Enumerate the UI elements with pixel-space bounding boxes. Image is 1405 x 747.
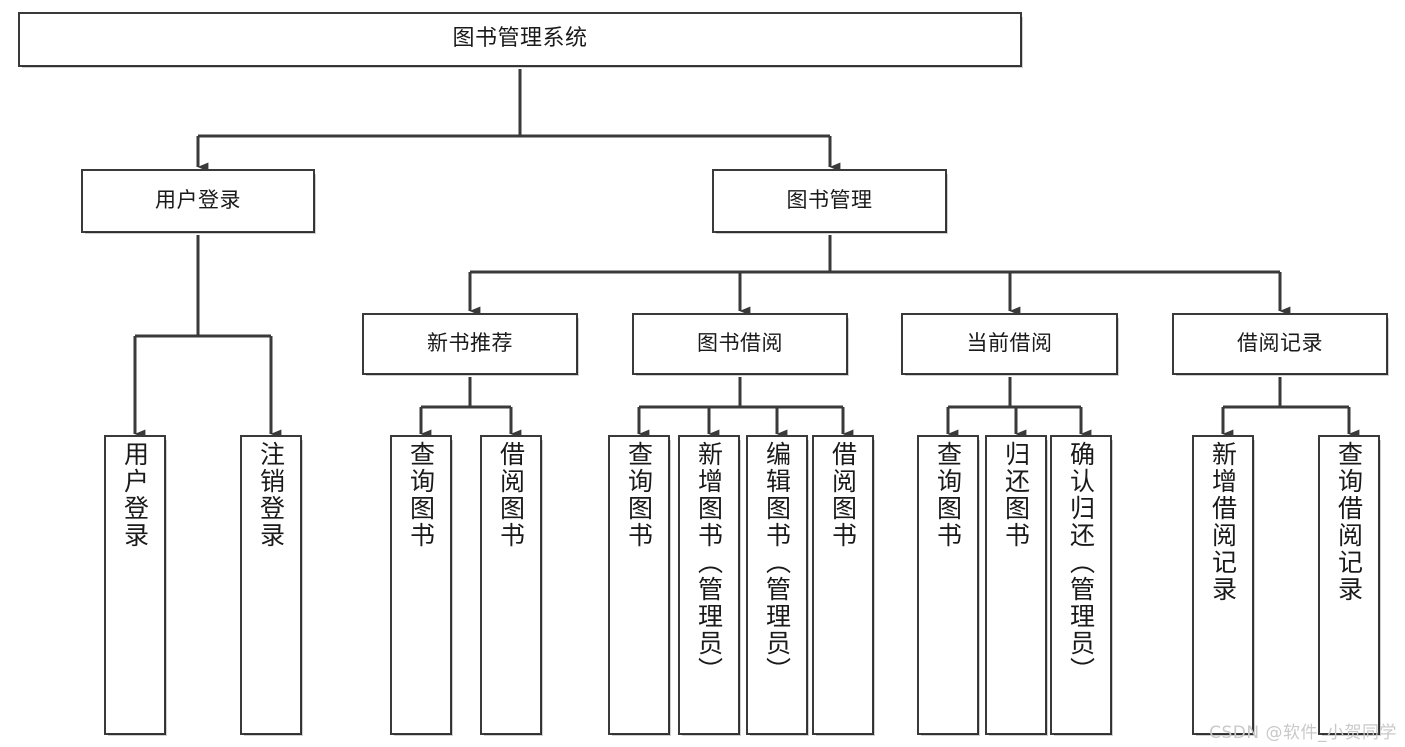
node-current-borrow[interactable]: 当前借阅 (901, 313, 1119, 376)
node-label: 查询图书 (624, 441, 654, 549)
leaf-query-book-current[interactable]: 查询图书 (917, 435, 980, 736)
node-label: 图书管理系统 (452, 26, 588, 52)
node-label: 注销登录 (256, 441, 286, 549)
node-label: 归还图书 (1001, 441, 1031, 549)
node-label: 新增借阅记录 (1208, 441, 1238, 603)
node-label: 新增图书（管理员） (694, 441, 724, 684)
node-book-management[interactable]: 图书管理 (712, 169, 948, 234)
node-book-borrow[interactable]: 图书借阅 (632, 313, 849, 376)
node-root-library-management-system[interactable]: 图书管理系统 (18, 12, 1023, 68)
leaf-confirm-return-admin[interactable]: 确认归还（管理员） (1050, 435, 1113, 736)
leaf-query-book-recommend[interactable]: 查询图书 (390, 435, 453, 736)
node-user-login[interactable]: 用户登录 (81, 169, 316, 234)
node-label: 借阅记录 (1237, 331, 1323, 356)
leaf-query-borrow-record[interactable]: 查询借阅记录 (1318, 435, 1381, 736)
node-label: 图书借阅 (697, 331, 783, 356)
node-label: 编辑图书（管理员） (762, 441, 792, 684)
node-label: 当前借阅 (966, 331, 1053, 356)
node-label: 借阅图书 (828, 441, 858, 549)
node-label: 查询图书 (933, 441, 963, 549)
node-label: 用户登录 (155, 188, 241, 213)
node-new-book-recommend[interactable]: 新书推荐 (362, 313, 579, 376)
leaf-return-book[interactable]: 归还图书 (985, 435, 1048, 736)
node-label: 新书推荐 (427, 331, 513, 356)
node-label: 查询图书 (406, 441, 436, 549)
leaf-borrow-book-borrow[interactable]: 借阅图书 (812, 435, 875, 736)
node-label: 借阅图书 (496, 441, 526, 549)
node-label: 确认归还（管理员） (1066, 441, 1096, 684)
leaf-add-book-admin[interactable]: 新增图书（管理员） (678, 435, 741, 736)
node-borrow-record[interactable]: 借阅记录 (1172, 313, 1389, 376)
leaf-borrow-book-recommend[interactable]: 借阅图书 (480, 435, 543, 736)
leaf-add-borrow-record[interactable]: 新增借阅记录 (1192, 435, 1255, 736)
leaf-user-logout[interactable]: 注销登录 (240, 435, 303, 736)
node-label: 图书管理 (786, 188, 873, 213)
leaf-user-login[interactable]: 用户登录 (104, 435, 167, 736)
leaf-edit-book-admin[interactable]: 编辑图书（管理员） (746, 435, 809, 736)
leaf-query-book-borrow[interactable]: 查询图书 (608, 435, 671, 736)
node-label: 用户登录 (120, 441, 150, 549)
node-label: 查询借阅记录 (1334, 441, 1364, 603)
csdn-watermark: CSDN @软件_小贺同学 (1209, 723, 1397, 743)
